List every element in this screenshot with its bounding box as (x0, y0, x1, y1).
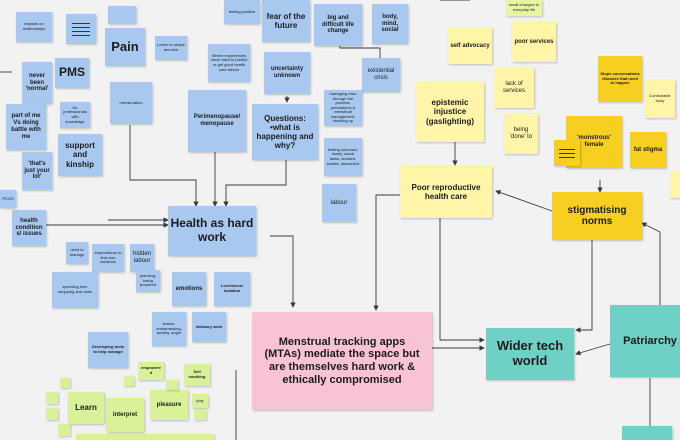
note-menstruation[interactable]: menstruation (110, 82, 152, 124)
connector-stigmatising-to-wider-tech (575, 238, 593, 333)
note-where-experiences[interactable]: Where experiences mean hard to predict o… (208, 44, 250, 82)
note-right-edge[interactable] (670, 172, 680, 198)
note-green-small-5[interactable] (166, 380, 178, 390)
connector-patriarchy-to-wider-tech (575, 343, 611, 356)
note-green-small-4[interactable] (124, 376, 134, 386)
note-empowered[interactable]: empowered (138, 362, 164, 380)
note-controllable-body[interactable]: Controllable body (645, 80, 675, 118)
note-pain[interactable]: Pain (105, 28, 145, 66)
note-uncertainty-unknown[interactable]: uncertainty unknown (264, 52, 310, 94)
connector-health-to-mtas (270, 235, 296, 308)
connector-poor-care-to-wider-tech (439, 218, 485, 343)
note-thats-just-your-lot[interactable]: 'that's just your lot' (22, 152, 52, 190)
note-self-advocacy[interactable]: self advocacy (448, 28, 492, 64)
connector-stigmatising-to-poor-care (495, 189, 553, 212)
note-body-mind-social[interactable]: body, mind, social (372, 4, 408, 44)
note-expectations[interactable]: expectations to find own solutions (92, 244, 124, 272)
note-no-professionals[interactable]: No professionals with knowledge (60, 102, 90, 128)
note-being-done-to[interactable]: being 'done' to (504, 114, 538, 154)
note-play[interactable]: play (192, 394, 208, 408)
note-green-small-7[interactable] (58, 424, 70, 436)
note-pms[interactable]: PMS (55, 58, 89, 88)
connector-health-conditions-to-health (43, 222, 169, 237)
note-mtas[interactable]: Menstrual tracking apps (MTAs) mediate t… (252, 312, 432, 410)
note-pleasure[interactable]: pleasure (150, 390, 188, 420)
note-managing-risks[interactable]: managing risks through the process, prec… (324, 90, 362, 126)
note-stops-conversations[interactable]: Stops conversations /libraries that need… (598, 56, 642, 102)
note-health-conditions[interactable]: health conditions/ issues (12, 210, 46, 246)
note-lined-text[interactable] (66, 14, 96, 44)
note-lack-of-services[interactable]: lack of services (494, 68, 534, 108)
note-developing-tools[interactable]: Developing tools to help manage (88, 332, 128, 368)
note-perimenopause[interactable]: Perimenopause/ menopause (188, 90, 246, 152)
note-impacts-on-relationships[interactable]: impacts on relationships (16, 12, 52, 42)
note-stigmatising-norms[interactable]: stigmatising norms (552, 192, 642, 240)
note-small-changes[interactable]: small changes to everyday life (506, 0, 542, 16)
note-need-to-manage[interactable]: need to manage (66, 242, 88, 264)
note-fat-stigma[interactable]: fat stigma (630, 132, 666, 168)
note-interpret[interactable]: interpret (106, 398, 144, 432)
note-part-of-me[interactable]: part of me Vs doing battle with me (6, 104, 46, 150)
note-wider-tech-world[interactable]: Wider tech world (486, 328, 574, 380)
note-never-normal[interactable]: never been 'normal' (22, 62, 52, 104)
note-green-small-3[interactable] (46, 408, 58, 420)
note-big-difficult-life-change[interactable]: big and difficult life change (314, 4, 362, 46)
note-spending-time[interactable]: spending time shopping and visits (52, 272, 98, 308)
note-lined-small[interactable] (108, 6, 136, 24)
note-self-soothing[interactable]: Self soothing (184, 364, 210, 386)
connector-menstruation-to-health (129, 125, 199, 207)
note-emotions[interactable]: emotions (172, 272, 206, 306)
note-feeling-unknown[interactable]: feeling unknown, lonely, social tasks, i… (324, 138, 362, 176)
note-pcos[interactable]: PCOS (0, 190, 16, 208)
note-green-small-1[interactable] (60, 378, 70, 388)
connector-questions-to-health (223, 160, 287, 207)
note-pain-detail[interactable]: Lorem to shape and text (155, 36, 187, 60)
note-green-small-2[interactable] (46, 392, 58, 404)
note-teal-bottom[interactable] (622, 426, 672, 440)
note-feeling-positive[interactable]: feeling positive (224, 0, 260, 24)
note-hidden-labour[interactable]: hidden labour (130, 244, 154, 272)
note-questions[interactable]: Questions: •what is happening and why? (252, 104, 318, 160)
note-existential-crisis[interactable]: existential crisis (362, 58, 400, 92)
connector-patriarchy-to-stigmatising (641, 222, 661, 305)
note-poor-reproductive-health-care[interactable]: Poor reproductive health care (400, 166, 492, 218)
note-gold-lined[interactable] (554, 140, 580, 166)
note-epistemic-injustice[interactable]: epistemic injustice (gaslighting) (416, 82, 484, 142)
note-loneliness[interactable]: Loneliness/ Isolation (214, 272, 250, 306)
note-labour[interactable]: labour (322, 184, 356, 222)
note-intimacy-work[interactable]: intimacy work (192, 312, 226, 342)
note-fear-of-future[interactable]: fear of the future (262, 0, 310, 42)
note-green-band[interactable] (76, 434, 214, 440)
note-shame[interactable]: shame, embarrassing, anxiety, anger (152, 312, 186, 346)
note-support-kinship[interactable]: support and kinship (58, 134, 102, 176)
note-health-as-hard-work[interactable]: Health as hard work (168, 206, 256, 256)
note-poor-services[interactable]: poor services (512, 22, 556, 62)
note-green-small-6[interactable] (194, 410, 206, 420)
note-learn[interactable]: Learn (68, 392, 104, 424)
note-planning[interactable]: planning, being prepared (136, 270, 160, 292)
note-patriarchy[interactable]: Patriarchy (610, 305, 680, 377)
